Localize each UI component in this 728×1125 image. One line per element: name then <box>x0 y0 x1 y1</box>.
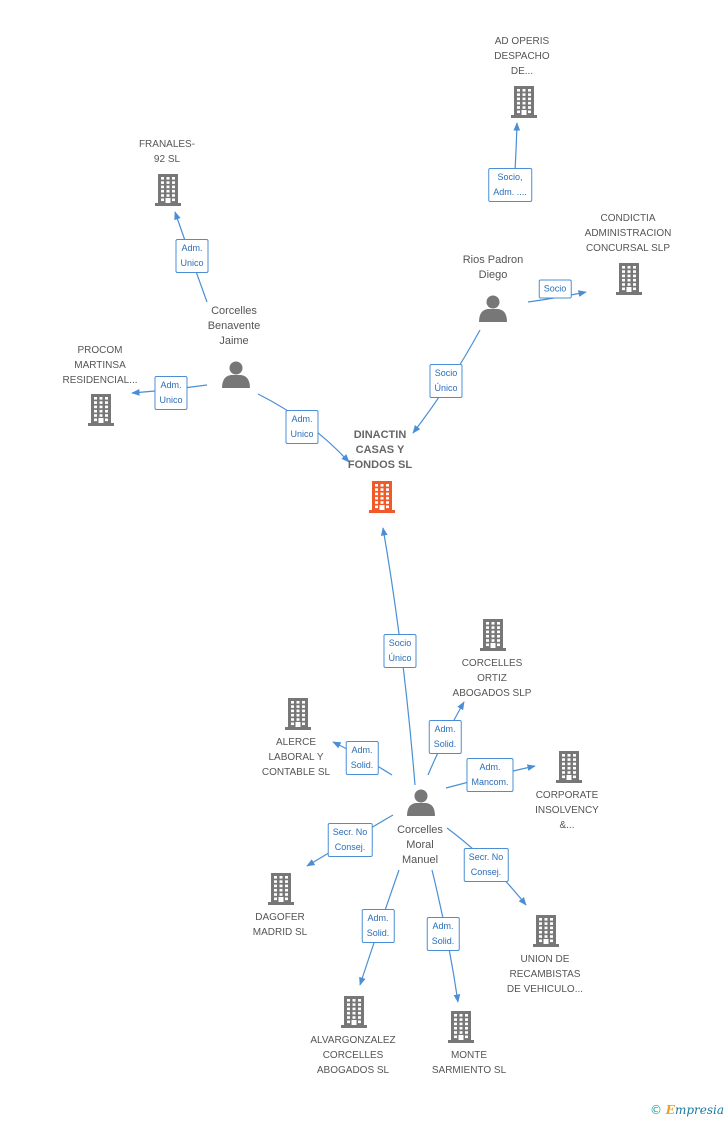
edge-label-rios-to-ad_operis[interactable]: Socio, Adm. .... <box>488 168 532 202</box>
node-label-alvargonzalez[interactable]: ALVARGONZALEZ CORCELLES ABOGADOS SL <box>310 1035 396 1076</box>
node-label-ad_operis[interactable]: AD OPERIS DESPACHO DE... <box>494 36 550 77</box>
edge-label-corcelles_manuel-to-corcelles_ortiz[interactable]: Adm. Solid. <box>428 720 462 754</box>
edge-label-rios-to-condictia[interactable]: Socio <box>538 279 572 299</box>
edge-label-corcelles_jaime-to-franales[interactable]: Adm. Unico <box>175 239 209 273</box>
brand-initial: E <box>665 1103 675 1117</box>
building-icon-monte[interactable] <box>448 1011 474 1043</box>
person-icon-corcelles_manuel[interactable] <box>407 789 435 817</box>
node-label-corcelles_manuel[interactable]: Corcelles Moral Manuel <box>397 824 443 866</box>
edge-label-corcelles_jaime-to-procom[interactable]: Adm. Unico <box>154 376 188 410</box>
building-icon-franales[interactable] <box>155 174 181 206</box>
building-icon-alvargonzalez[interactable] <box>341 996 367 1028</box>
person-icon-corcelles_jaime[interactable] <box>222 361 250 389</box>
edge-label-corcelles_manuel-to-dagofer[interactable]: Secr. No Consej. <box>327 823 373 857</box>
edge-label-corcelles_manuel-to-main[interactable]: Socio Único <box>383 634 417 668</box>
copyright-symbol: © <box>649 1103 662 1117</box>
building-icon-condictia[interactable] <box>616 263 642 295</box>
edge-label-corcelles_manuel-to-corporate[interactable]: Adm. Mancom. <box>466 758 514 792</box>
node-label-procom[interactable]: PROCOM MARTINSA RESIDENCIAL... <box>62 345 138 386</box>
building-icon-union[interactable] <box>533 915 559 947</box>
node-label-corcelles_jaime[interactable]: Corcelles Benavente Jaime <box>207 305 261 347</box>
node-label-franales[interactable]: FRANALES- 92 SL <box>138 139 196 165</box>
building-icon-alerce[interactable] <box>285 698 311 730</box>
building-icon-corcelles_ortiz[interactable] <box>480 619 506 651</box>
node-label-condictia[interactable]: CONDICTIA ADMINISTRACION CONCURSAL SLP <box>584 213 672 254</box>
building-icon-corporate[interactable] <box>556 751 582 783</box>
building-icon-procom[interactable] <box>88 394 114 426</box>
node-label-union[interactable]: UNION DE RECAMBISTAS DE VEHICULO... <box>506 954 584 995</box>
edge-label-corcelles_manuel-to-monte[interactable]: Adm. Solid. <box>426 917 460 951</box>
building-icon-main[interactable] <box>369 481 395 513</box>
icons-layer <box>88 86 642 1043</box>
footer-brand[interactable]: © Empresia <box>650 1103 724 1117</box>
person-icon-rios[interactable] <box>479 295 507 323</box>
building-icon-dagofer[interactable] <box>268 873 294 905</box>
node-label-dagofer[interactable]: DAGOFER MADRID SL <box>252 912 308 938</box>
node-label-rios[interactable]: Rios Padron Diego <box>462 254 524 281</box>
edge-label-corcelles_manuel-to-alvargonzalez[interactable]: Adm. Solid. <box>361 909 395 943</box>
edge-label-rios-to-main[interactable]: Socio Único <box>429 364 463 398</box>
node-label-corcelles_ortiz[interactable]: CORCELLES ORTIZ ABOGADOS SLP <box>452 658 532 699</box>
node-label-corporate[interactable]: CORPORATE INSOLVENCY &... <box>535 790 599 831</box>
edge-label-corcelles_manuel-to-union[interactable]: Secr. No Consej. <box>463 848 509 882</box>
edge-label-corcelles_manuel-to-alerce[interactable]: Adm. Solid. <box>345 741 379 775</box>
node-label-main[interactable]: DINACTIN CASAS Y FONDOS SL <box>347 429 413 471</box>
node-label-alerce[interactable]: ALERCE LABORAL Y CONTABLE SL <box>261 737 331 778</box>
edge-label-corcelles_jaime-to-main[interactable]: Adm. Unico <box>285 410 319 444</box>
node-label-monte[interactable]: MONTE SARMIENTO SL <box>431 1050 507 1076</box>
brand-name: mpresia <box>674 1103 724 1117</box>
building-icon-ad_operis[interactable] <box>511 86 537 118</box>
